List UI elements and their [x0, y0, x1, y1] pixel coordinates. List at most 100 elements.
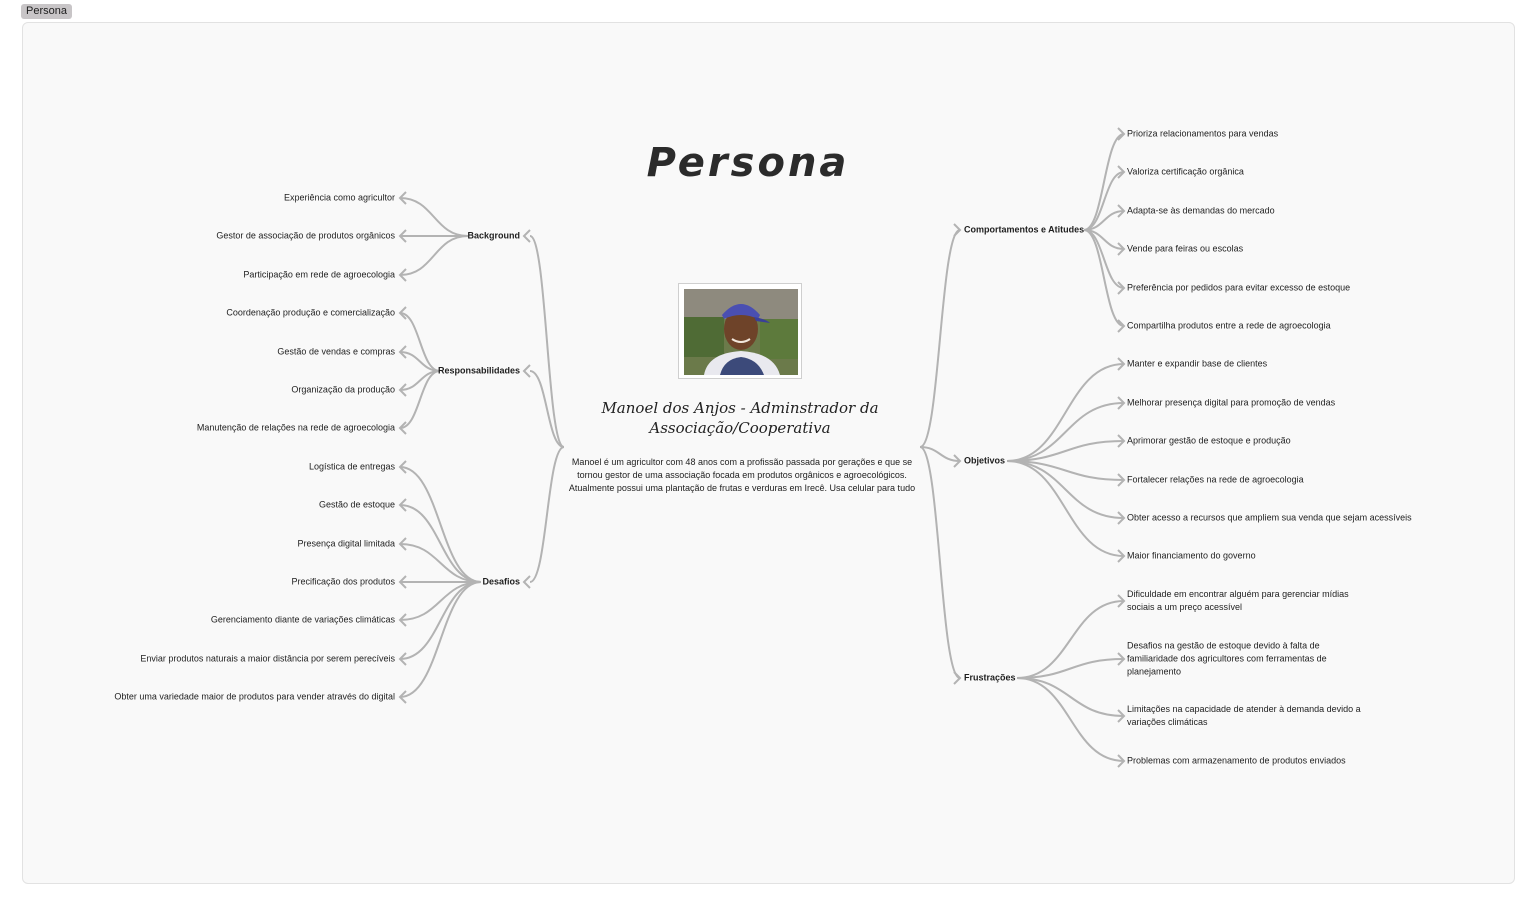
connector-left-1-3 — [399, 370, 441, 429]
connector-arrow-right-1-0 — [1117, 357, 1126, 371]
connector-arrow-right-1-1 — [1117, 396, 1126, 410]
connector-arrow-right-1-2 — [1117, 434, 1126, 448]
leaf-comportamentos-6[interactable]: Compartilha produtos entre a rede de agr… — [1127, 320, 1331, 331]
connector-root-left-2 — [529, 446, 565, 583]
connector-right-1-3 — [1006, 460, 1125, 481]
connector-right-1-4 — [1006, 460, 1125, 519]
connector-arrow-left-2-6 — [398, 690, 407, 704]
leaf-comportamentos-4[interactable]: Vende para feiras ou escolas — [1127, 243, 1244, 254]
leaf-frustracoes-4[interactable]: Problemas com armazenamento de produtos … — [1127, 755, 1346, 766]
leaf-objetivos-2[interactable]: Melhorar presença digital para promoção … — [1127, 397, 1336, 408]
connector-arrow-right-1-3 — [1117, 473, 1126, 487]
leaf-responsabilidades-4[interactable]: Manutenção de relações na rede de agroec… — [196, 422, 395, 433]
connector-arrow-left-2-4 — [398, 613, 407, 627]
connector-arrow-branch-right-2 — [953, 671, 962, 685]
connector-arrow-left-0-2 — [398, 268, 407, 282]
leaf-background-2[interactable]: Gestor de associação de produtos orgânic… — [216, 230, 395, 241]
person-photo-icon — [684, 289, 798, 375]
connector-arrow-right-0-2 — [1117, 204, 1126, 218]
leaf-desafios-2[interactable]: Gestão de estoque — [318, 499, 395, 510]
connector-arrow-right-0-3 — [1117, 242, 1126, 256]
branch-comportamentos[interactable]: Comportamentos e Atitudes — [964, 224, 1085, 235]
connector-arrow-right-0-0 — [1117, 127, 1126, 141]
leaf-objetivos-6[interactable]: Maior financiamento do governo — [1127, 550, 1256, 561]
connector-arrow-right-2-2 — [1117, 709, 1126, 723]
connector-left-2-1 — [399, 504, 482, 583]
connector-root-left-0 — [529, 235, 565, 448]
connector-arrow-branch-left-1 — [522, 364, 531, 378]
persona-description: Manoel é um agricultor com 48 anos com a… — [568, 457, 916, 493]
leaf-frustracoes-2[interactable]: Desafios na gestão de estoque devido à f… — [1127, 640, 1327, 677]
connector-left-2-0 — [399, 466, 482, 583]
connector-arrow-left-0-0 — [398, 191, 407, 205]
leaf-desafios-4[interactable]: Precificação dos produtos — [291, 576, 395, 587]
connector-left-2-6 — [399, 581, 482, 698]
connector-arrow-left-1-1 — [398, 345, 407, 359]
connector-root-left-1 — [529, 370, 565, 448]
leaf-desafios-1[interactable]: Logística de entregas — [308, 461, 395, 472]
persona-photo[interactable] — [678, 283, 802, 379]
connector-arrow-left-2-3 — [398, 575, 407, 589]
connector-arrow-left-2-0 — [398, 460, 407, 474]
connector-arrow-left-2-5 — [398, 652, 407, 666]
connector-right-0-5 — [1083, 229, 1125, 327]
connector-arrow-left-2-2 — [398, 537, 407, 551]
leaf-responsabilidades-3[interactable]: Organização da produção — [291, 384, 395, 395]
persona-frame[interactable] — [22, 22, 1515, 884]
connector-arrow-branch-left-0 — [522, 229, 531, 243]
connector-arrow-right-2-3 — [1117, 754, 1126, 768]
leaf-comportamentos-2[interactable]: Valoriza certificação orgânica — [1127, 166, 1244, 177]
connector-left-2-4 — [399, 581, 482, 621]
leaf-desafios-6[interactable]: Enviar produtos naturais a maior distânc… — [140, 653, 395, 664]
connector-right-2-1 — [1016, 658, 1125, 679]
connector-arrow-right-2-1 — [1117, 652, 1126, 666]
leaf-comportamentos-3[interactable]: Adapta-se às demandas do mercado — [1127, 205, 1275, 216]
leaf-comportamentos-1[interactable]: Prioriza relacionamentos para vendas — [1127, 128, 1279, 139]
leaf-objetivos-4[interactable]: Fortalecer relações na rede de agroecolo… — [1127, 474, 1304, 485]
leaf-objetivos-5[interactable]: Obter acesso a recursos que ampliem sua … — [1127, 512, 1412, 523]
connector-right-1-5 — [1006, 460, 1125, 557]
connector-arrow-right-1-4 — [1117, 511, 1126, 525]
branch-background[interactable]: Background — [467, 230, 520, 241]
leaf-desafios-5[interactable]: Gerenciamento diante de variações climát… — [210, 614, 395, 625]
leaf-frustracoes-1[interactable]: Dificuldade em encontrar alguém para ger… — [1127, 589, 1349, 612]
connector-left-1-0 — [399, 312, 441, 372]
connector-right-1-0 — [1006, 363, 1125, 462]
connector-root-right-2 — [919, 446, 961, 679]
leaf-background-3[interactable]: Participação em rede de agroecologia — [243, 269, 395, 280]
connector-root-right-0 — [919, 229, 961, 448]
connector-arrow-right-2-0 — [1117, 594, 1126, 608]
connector-left-0-2 — [399, 235, 469, 276]
connector-right-0-0 — [1083, 133, 1125, 231]
connector-arrow-left-1-0 — [398, 306, 407, 320]
leaf-frustracoes-3[interactable]: Limitações na capacidade de atender à de… — [1127, 704, 1361, 727]
leaf-responsabilidades-2[interactable]: Gestão de vendas e compras — [277, 346, 395, 357]
frame-tag[interactable]: Persona — [21, 4, 72, 19]
branch-frustracoes[interactable]: Frustrações — [964, 672, 1016, 683]
leaf-desafios-3[interactable]: Presença digital limitada — [297, 538, 395, 549]
leaf-objetivos-1[interactable]: Manter e expandir base de clientes — [1127, 358, 1268, 369]
branch-desafios[interactable]: Desafios — [482, 576, 520, 587]
connector-left-2-5 — [399, 581, 482, 660]
connector-left-0-0 — [399, 197, 469, 237]
branch-responsabilidades[interactable]: Responsabilidades — [437, 365, 520, 376]
connector-right-2-3 — [1016, 677, 1125, 762]
leaf-desafios-7[interactable]: Obter uma variedade maior de produtos pa… — [114, 691, 395, 702]
connector-right-2-2 — [1016, 677, 1125, 717]
persona-name: Manoel dos Anjos - Adminstrador da Assoc… — [601, 399, 879, 437]
leaf-objetivos-3[interactable]: Aprimorar gestão de estoque e produção — [1127, 435, 1291, 446]
connector-arrow-branch-right-0 — [953, 223, 962, 237]
branch-objetivos[interactable]: Objetivos — [964, 455, 1006, 466]
leaf-responsabilidades-1[interactable]: Coordenação produção e comercialização — [226, 307, 395, 318]
connector-arrow-left-2-1 — [398, 498, 407, 512]
leaf-background-1[interactable]: Experiência como agricultor — [283, 192, 395, 203]
connector-right-1-1 — [1006, 402, 1125, 462]
connector-arrow-right-1-5 — [1117, 549, 1126, 563]
connector-right-2-0 — [1016, 600, 1125, 679]
leaf-comportamentos-5[interactable]: Preferência por pedidos para evitar exce… — [1127, 282, 1351, 293]
connector-arrow-left-0-1 — [398, 229, 407, 243]
connector-arrow-branch-right-1 — [953, 454, 962, 468]
connector-left-2-2 — [399, 543, 482, 583]
connector-arrow-left-1-3 — [398, 421, 407, 435]
